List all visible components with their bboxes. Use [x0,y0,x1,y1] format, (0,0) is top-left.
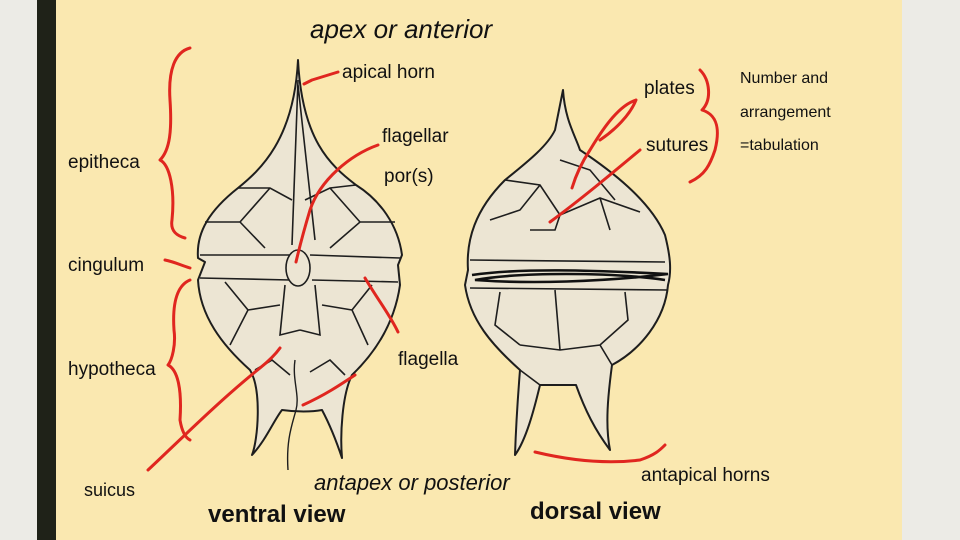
dorsal-plate-sutures [469,159,669,386]
antapical-horns-label: antapical horns [641,465,770,486]
flagella-arrow [301,373,357,407]
cingulum-bracket [163,258,192,270]
sulcus-line [146,346,282,472]
antapical-horns-line [533,443,667,464]
flagella-line [363,276,400,334]
arrangement-label: arrangement [740,104,831,121]
hypotheca-bracket [166,278,192,442]
sutures-pointer [548,148,642,224]
ventral-view-label: ventral view [208,501,346,528]
apex-label: apex or anterior [310,14,493,44]
apical-horn-label: apical horn [342,62,435,83]
ventral-plate-sutures [199,79,401,376]
left-accent-bar [37,0,56,540]
flagellar-label: flagellar [382,126,449,147]
cingulum-label: cingulum [68,255,145,276]
plates-sutures-bracket [688,68,719,184]
dorsal-cingulum-scribble [471,269,669,284]
antapex-label: antapex or posterior [314,470,510,495]
number-and-label: Number and [740,70,829,87]
sutures-label: sutures [646,135,709,156]
hypotheca-label: hypotheca [68,359,156,380]
sulcus-label: suicus [84,480,136,500]
epitheca-label: epitheca [68,152,140,173]
flagellum-thread [286,359,298,471]
epitheca-bracket [158,46,192,240]
dorsal-view-label: dorsal view [530,498,661,525]
tabulation-label: =tabulation [740,137,819,154]
flagellar-pore-line [294,143,380,264]
pores-label: por(s) [384,166,434,187]
apical-horn-arrow [302,70,340,86]
plates-label: plates [644,78,695,99]
flagella-label: flagella [398,349,459,370]
plates-pointer [570,98,638,190]
